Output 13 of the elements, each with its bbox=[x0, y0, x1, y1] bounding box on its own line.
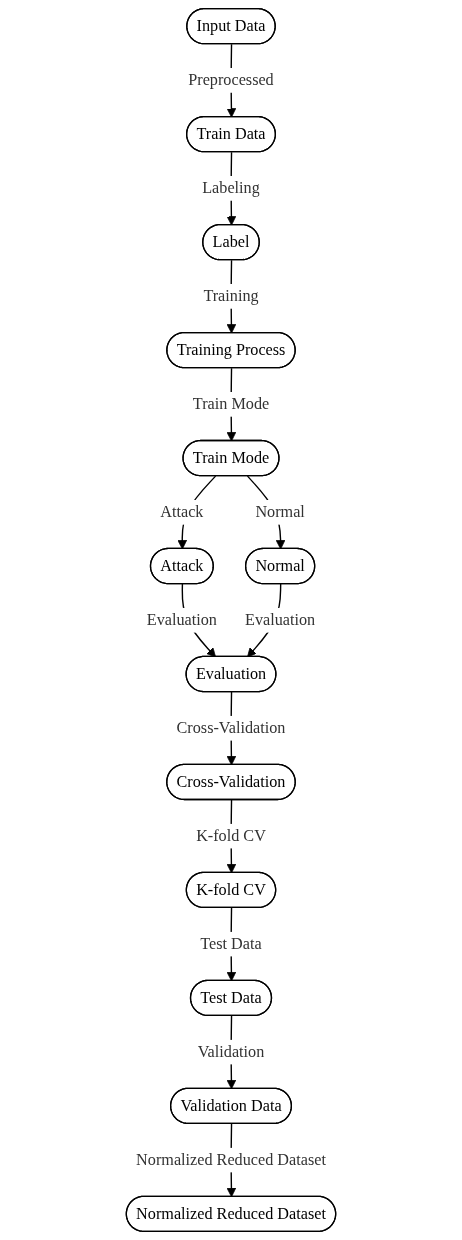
edge-label: Attack bbox=[160, 503, 204, 521]
edge-label: Evaluation bbox=[146, 611, 217, 629]
edge-label: Train Mode bbox=[192, 395, 270, 413]
edge-label: Test Data bbox=[200, 934, 262, 953]
edge-label: Labeling bbox=[202, 179, 260, 197]
edge-label: Validation bbox=[197, 1042, 265, 1061]
edge-label: Evaluation bbox=[245, 611, 316, 629]
edge-label: Normalized Reduced Dataset bbox=[136, 1150, 326, 1169]
edge-label: Preprocessed bbox=[188, 71, 274, 89]
edge-label: Cross-Validation bbox=[176, 719, 286, 737]
edge-label: Normal bbox=[255, 503, 305, 521]
edge-label: Training bbox=[203, 287, 259, 305]
edge-label: K-fold CV bbox=[196, 827, 266, 845]
